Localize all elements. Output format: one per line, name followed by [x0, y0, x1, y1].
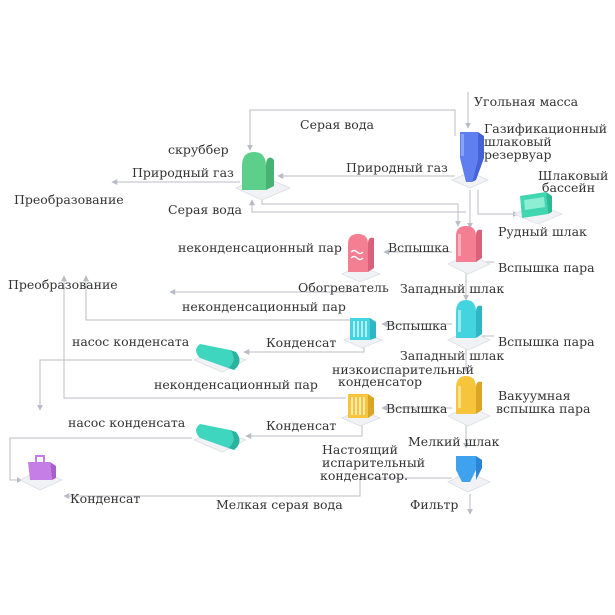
label-true-evap-line2: испарительный: [322, 455, 425, 470]
flow-lines: [9, 92, 519, 515]
label-lowevap-line1: низкоиспарительный: [332, 362, 474, 377]
condenser-2-icon: [348, 394, 368, 418]
label-flash-vapor-1: Вспышка пара: [498, 260, 595, 275]
label-noncond-vapor-1: неконденсационный пар: [178, 240, 342, 255]
condenser-1-unit: [343, 318, 384, 349]
label-west-slag-1: Западный шлак: [400, 281, 504, 296]
condensate-tank-icon: [28, 462, 52, 480]
label-natural-gas-right: Природный газ: [346, 160, 448, 175]
labels: Угольная масса Газификационный шлаковый …: [8, 94, 608, 512]
label-fine-slag: Мелкий шлак: [408, 434, 500, 449]
label-flash-3: Вспышка: [386, 401, 448, 416]
scrubber-icon: [242, 152, 266, 190]
flow-fine-grey-water: [63, 477, 452, 499]
label-grey-water-top: Серая вода: [300, 117, 375, 132]
flow-grey-water-top: [247, 109, 456, 151]
label-condensate-pump-1: насос конденсата: [72, 334, 190, 349]
label-scrubber: скруббер: [168, 142, 229, 157]
flow-noncond-vapor-3: [61, 275, 346, 399]
label-conversion-top: Преобразование: [14, 192, 124, 207]
label-conversion-left: Преобразование: [8, 277, 118, 292]
label-condensate-1: Конденсат: [266, 335, 336, 350]
filter-icon: [456, 456, 476, 482]
condensate-pump-2-icon: [196, 424, 234, 448]
label-condensate-2: Конденсат: [266, 418, 336, 433]
label-west-slag-2: Западный шлак: [400, 348, 504, 363]
label-natural-gas-left: Природный газ: [132, 165, 234, 180]
flow-grey-water-mid: [249, 199, 466, 213]
flash-tank-2-unit: [447, 300, 491, 351]
label-lowevap-line2: конденсатор: [338, 374, 422, 389]
condenser-2-unit: [341, 394, 382, 427]
label-heater: Обогреватель: [298, 280, 389, 295]
flow-cond2-to-pump2: [245, 424, 363, 439]
label-vacuum-line1: Вакуумная: [498, 388, 571, 403]
label-gasifier-line2: шлаковый: [484, 134, 552, 149]
flash-tank-1-unit: [447, 226, 491, 275]
label-slag-pool-line2: бассейн: [542, 180, 595, 195]
label-flash-1: Вспышка: [388, 240, 450, 255]
condensate-pump-2-unit: [193, 424, 248, 453]
slag-pool-unit: [512, 192, 564, 225]
label-grey-water-mid: Серая вода: [168, 202, 243, 217]
gasifier-unit: [451, 132, 489, 189]
label-slag-pool-line1: Шлаковый: [538, 168, 608, 183]
gasifier-icon: [460, 132, 478, 182]
label-flash-2: Вспышка: [386, 318, 448, 333]
label-vacuum-line2: вспышка пара: [496, 401, 591, 416]
label-condensate-3: Конденсат: [70, 491, 140, 506]
label-true-evap-line1: Настоящий: [322, 442, 398, 457]
label-fine-grey-water: Мелкая серая вода: [216, 497, 343, 512]
condensate-tank-unit: [19, 455, 63, 491]
label-gasifier-line3: резервуар: [484, 147, 551, 162]
label-filter: Фильтр: [410, 497, 458, 512]
label-gasifier-line1: Газификационный: [484, 121, 607, 136]
flow-pump1-to-tank: [37, 359, 192, 411]
label-flash-vapor-2: Вспышка пара: [498, 334, 595, 349]
condenser-1-icon: [350, 318, 370, 340]
label-noncond-vapor-3: неконденсационный пар: [154, 377, 318, 392]
label-condensate-pump-2: насос конденсата: [68, 415, 186, 430]
flash-tank-3-unit: [447, 376, 491, 427]
flow-pump2-to-tank: [9, 437, 192, 483]
condensate-pump-1-unit: [193, 344, 248, 373]
condensate-pump-1-icon: [196, 344, 234, 368]
flow-to-slag-pool: [477, 190, 519, 217]
label-ore-slag: Рудный шлак: [498, 224, 587, 239]
scrubber-unit: [235, 152, 292, 201]
flow-noncond-vapor-2: [83, 275, 350, 321]
label-coal-slurry: Угольная масса: [474, 94, 579, 109]
label-true-evap-line3: конденсатор.: [320, 468, 408, 483]
filter-unit: [447, 456, 491, 493]
flow-scrubber-to-flash1: [261, 196, 461, 227]
label-noncond-vapor-2: неконденсационный пар: [182, 299, 346, 314]
heater-unit: [341, 234, 382, 283]
